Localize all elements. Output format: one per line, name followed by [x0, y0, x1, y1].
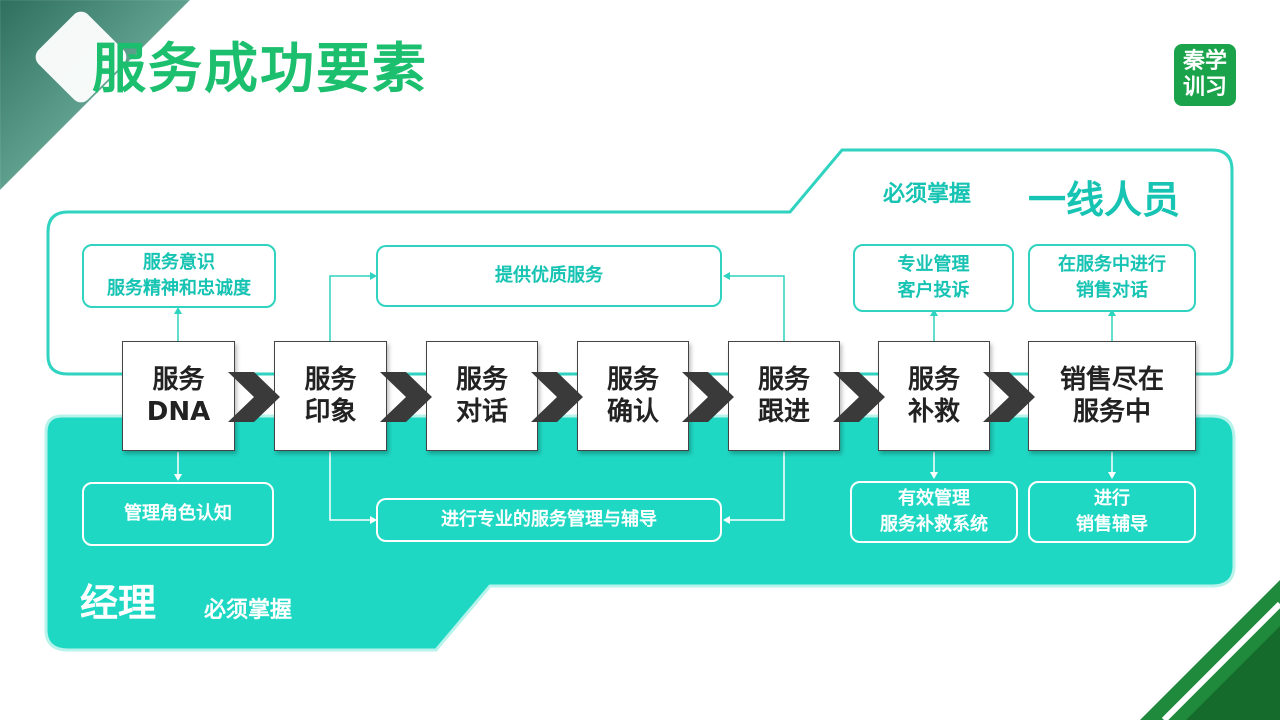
box-line: 进行 [1094, 488, 1130, 509]
step-line: 确认 [606, 397, 659, 427]
box-remedy-system: 有效管理 服务补救系统 [850, 481, 1018, 543]
step-line: 服务中 [1072, 397, 1151, 427]
manager-frame [44, 414, 1236, 652]
step-sales-in-service: 销售尽在 服务中 [1028, 341, 1196, 451]
box-sales-dialog: 在服务中进行 销售对话 [1028, 244, 1196, 312]
chevron-right-icon [833, 372, 885, 422]
step-line: 服务 [152, 365, 205, 395]
corner-decoration-bottom-right [1140, 580, 1280, 720]
chevron-right-icon [531, 372, 583, 422]
manager-must-label: 必须掌握 [204, 598, 293, 623]
step-line: 印象 [304, 397, 357, 427]
step-line: 对话 [455, 397, 508, 427]
box-line: 有效管理 [898, 488, 970, 509]
frontline-must-label: 必须掌握 [883, 182, 972, 207]
box-line: 专业管理 [897, 254, 970, 275]
frontline-role-label: 一线人员 [1028, 178, 1181, 222]
corner-decoration-top-left [0, 0, 190, 190]
box-line: 销售对话 [1076, 280, 1148, 301]
chevron-right-icon [228, 372, 280, 422]
box-line: 客户投诉 [897, 280, 970, 301]
step-line: 服务 [455, 365, 508, 395]
page-title: 服务成功要素 [92, 37, 428, 100]
step-line: 补救 [907, 397, 960, 427]
box-line: 服务补救系统 [880, 514, 988, 535]
box-service-awareness: 服务意识 服务精神和忠诚度 [82, 244, 276, 308]
box-line: 服务精神和忠诚度 [107, 278, 251, 299]
step-service-impression: 服务 印象 [274, 341, 387, 451]
chevron-right-icon [380, 372, 432, 422]
step-service-remedy: 服务 补救 [878, 341, 990, 451]
box-line: 进行专业的服务管理与辅导 [441, 509, 657, 530]
box-line: 在服务中进行 [1058, 254, 1166, 275]
step-line: DNA [146, 397, 211, 427]
box-line: 管理角色认知 [124, 503, 232, 524]
step-line: 销售尽在 [1059, 365, 1164, 395]
box-line: 服务意识 [143, 252, 215, 273]
box-line: 提供优质服务 [495, 265, 603, 286]
step-line: 服务 [606, 365, 659, 395]
step-service-dna: 服务 DNA [122, 341, 235, 451]
brand-logo-line2: 训习 [1182, 75, 1227, 100]
chevron-right-icon [682, 372, 734, 422]
brand-logo-line1: 秦学 [1182, 49, 1227, 74]
step-line: 服务 [304, 365, 357, 395]
box-line: 销售辅导 [1076, 514, 1148, 535]
brand-logo: 秦学 训习 [1174, 44, 1236, 106]
step-service-followup: 服务 跟进 [728, 341, 840, 451]
step-line: 跟进 [757, 397, 810, 427]
step-line: 服务 [907, 365, 960, 395]
box-sales-coaching: 进行 销售辅导 [1028, 481, 1196, 543]
step-line: 服务 [757, 365, 810, 395]
step-service-confirm: 服务 确认 [577, 341, 689, 451]
box-role-recognition: 管理角色认知 [82, 482, 274, 546]
manager-role-label: 经理 [80, 581, 157, 625]
box-complaint-management: 专业管理 客户投诉 [853, 244, 1014, 312]
box-quality-service: 提供优质服务 [376, 245, 722, 307]
chevron-right-icon [983, 372, 1035, 422]
box-professional-coaching: 进行专业的服务管理与辅导 [376, 498, 722, 542]
step-service-dialog: 服务 对话 [426, 341, 538, 451]
